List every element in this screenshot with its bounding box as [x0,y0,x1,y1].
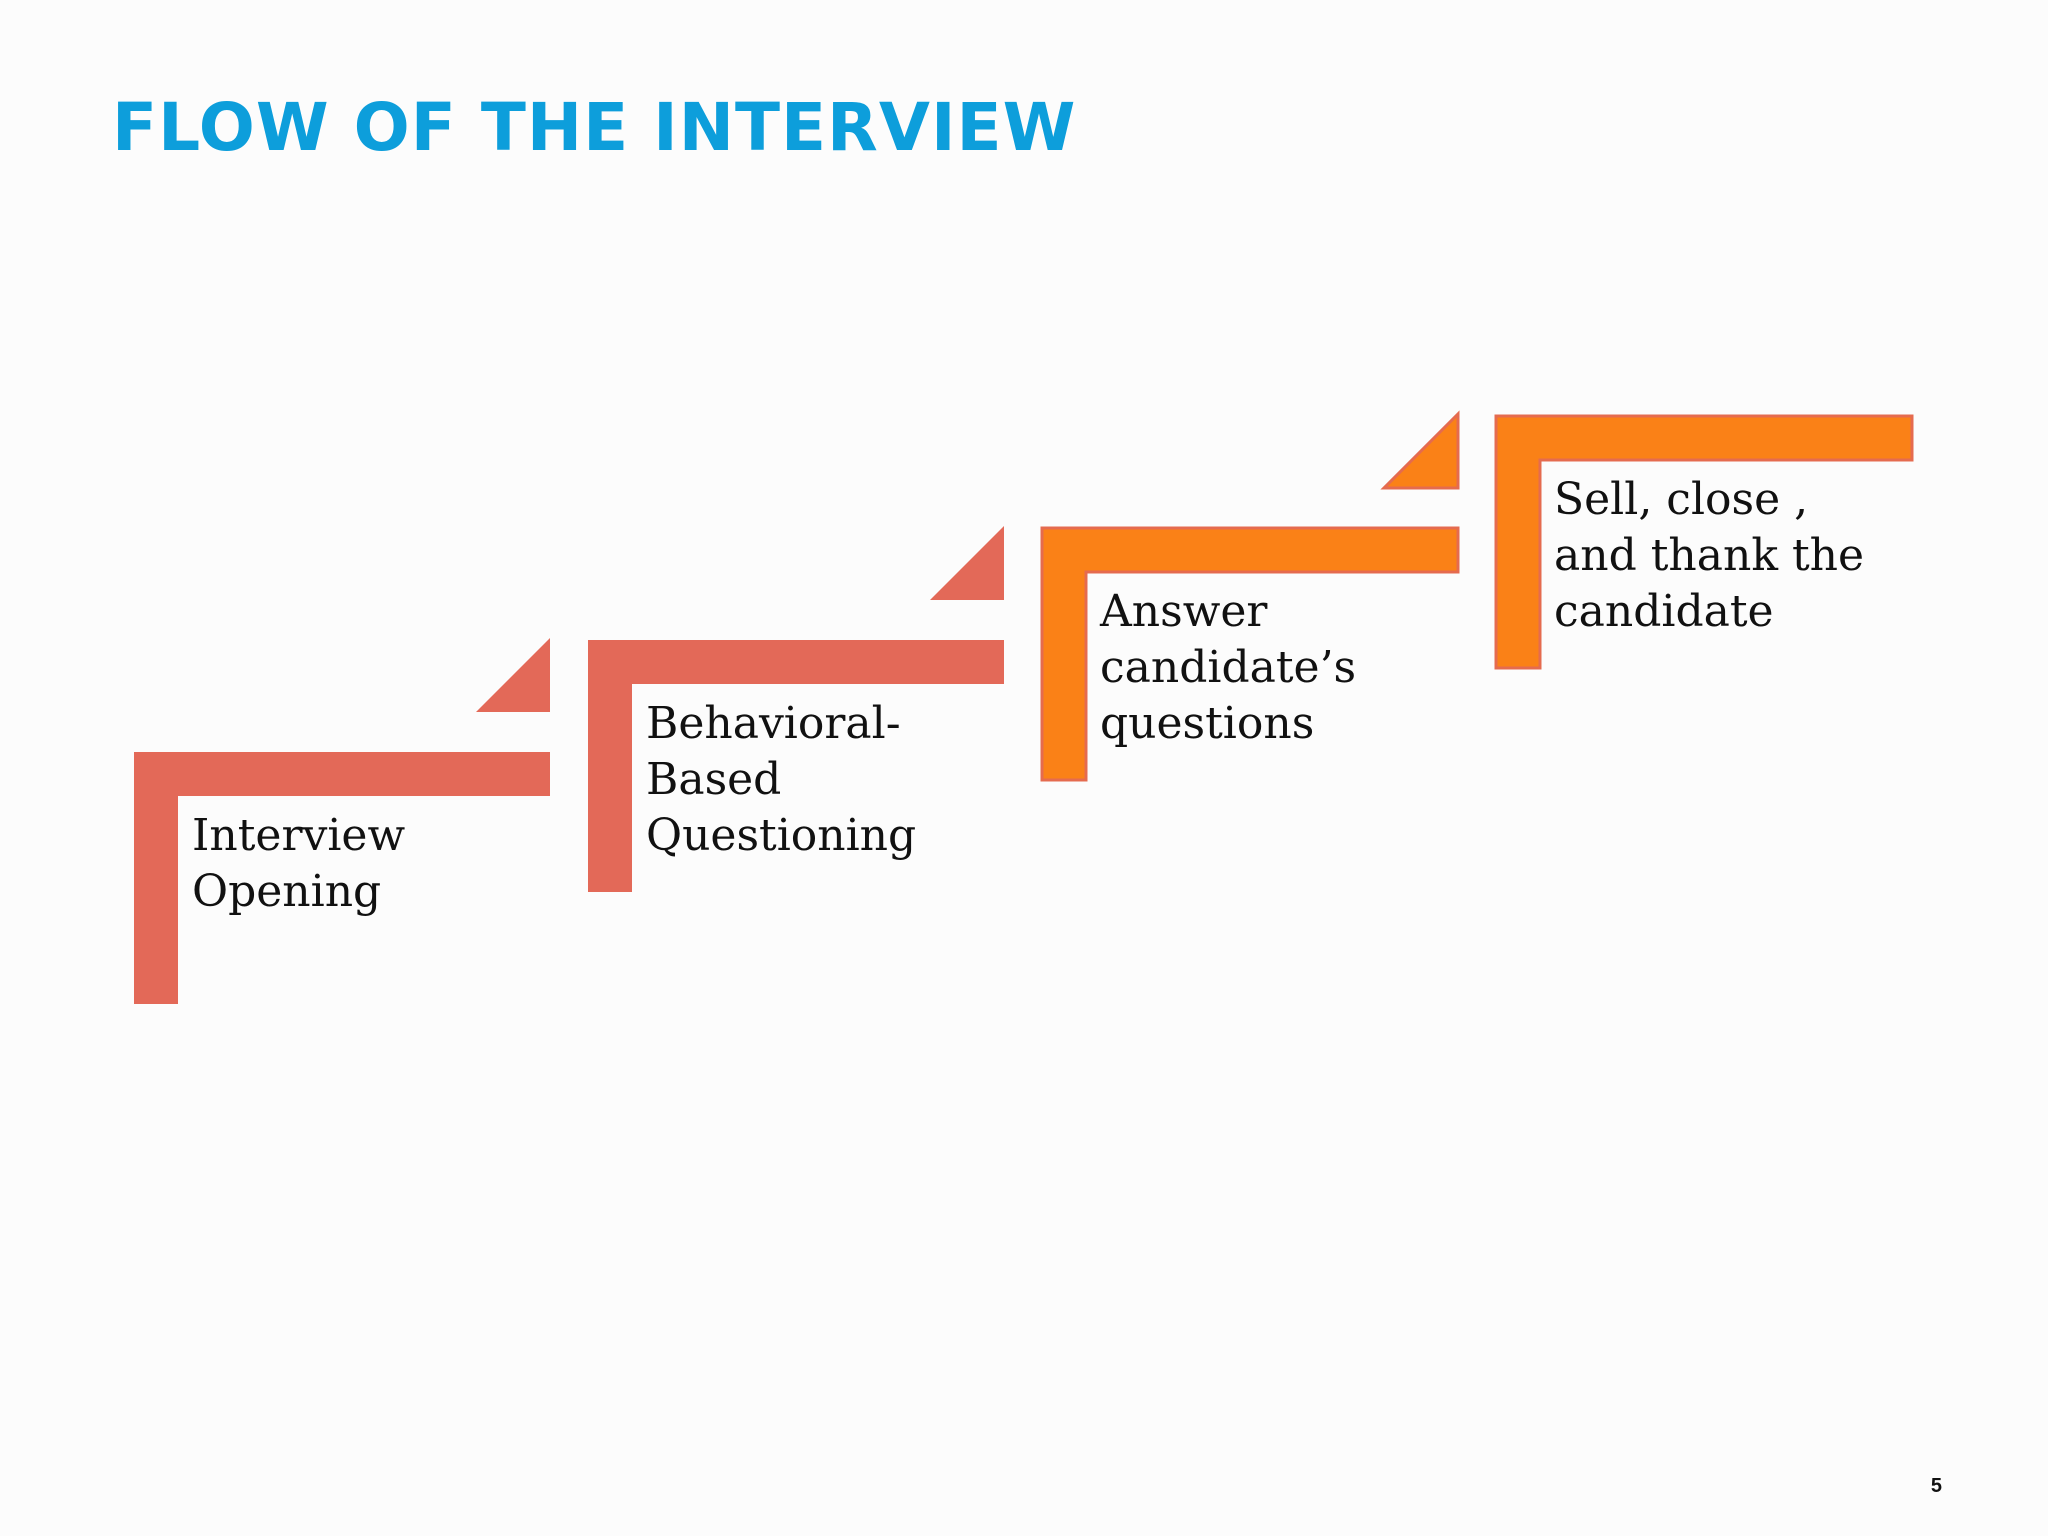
step-label-line: Sell, close , [1554,474,1809,525]
step-corner-bar [134,752,550,1004]
step-label-line: and thank the [1554,530,1865,581]
step-arrow-shape [134,638,550,1004]
step-label-line: candidate [1554,586,1774,637]
step-label: Interview Opening [192,808,512,920]
step-label-line: Opening [192,866,382,917]
step-label-line: Based [646,754,782,805]
step-arrow-shape [588,526,1004,892]
step-arrow-shape [1494,414,1914,670]
step-corner-bar [1040,526,1460,782]
step-arrow-shape [1040,410,1460,782]
step-label: Answer candidate’s questions [1100,584,1460,752]
step-interview-opening: Interview Opening [134,638,594,1028]
step-label-line: Answer [1100,586,1268,637]
slide-title: FLOW OF THE INTERVIEW [112,89,1077,166]
step-label-line: Behavioral- [646,698,901,749]
step-label-line: questions [1100,698,1315,749]
page-number: 5 [1930,1475,1942,1497]
step-corner-bar [588,640,1004,892]
step-arrowhead [1380,410,1460,490]
step-corner-bar [1494,414,1914,670]
step-label: Behavioral- Based Questioning [646,696,986,864]
step-label-line: Questioning [646,810,917,861]
step-behavioral-questioning: Behavioral- Based Questioning [588,526,1048,916]
step-arrowhead [930,526,1004,600]
step-arrowhead [476,638,550,712]
step-answer-questions: Answer candidate’s questions [1040,410,1502,804]
step-label-line: candidate’s [1100,642,1357,693]
step-sell-close-thank: Sell, close , and thank the candidate [1494,302,1956,692]
step-label: Sell, close , and thank the candidate [1554,472,1934,640]
step-label-line: Interview [192,810,406,861]
